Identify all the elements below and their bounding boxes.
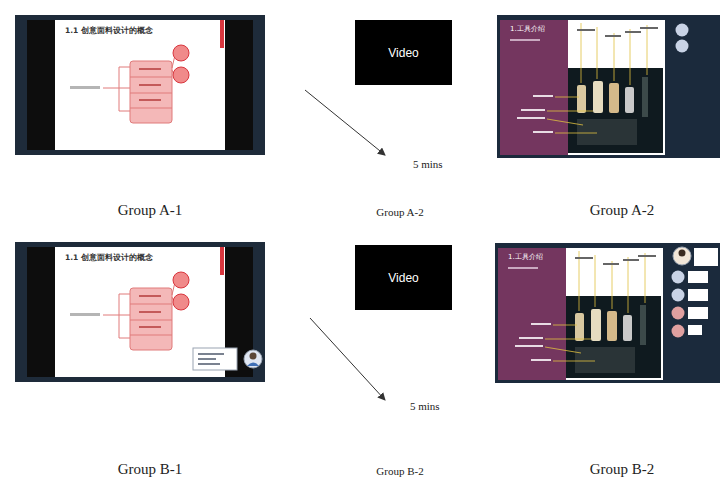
screenshot-frame: 1.1 创意面料设计的概念 [15,15,265,155]
group-caption: Group B-1 [118,461,183,478]
group-caption: Group A-2 [376,206,423,218]
group-caption: Group B-2 [590,461,655,478]
group-caption: Group B-2 [376,465,423,477]
duration-label: 5 mins [410,400,440,412]
group-caption: Group A-1 [118,202,183,219]
screenshot-frame: 1.1 创意面料设计的概念 [15,242,265,382]
slide-title: 1.工具介绍 [508,252,720,262]
slide-title: 1.1 创意面料设计的概念 [65,26,265,36]
video-label: Video [388,46,418,60]
slide-title: 1.工具介绍 [510,24,720,34]
slide-screenshot [497,15,720,158]
slide-title: 1.1 创意面料设计的概念 [65,253,265,263]
time-arrow [310,318,385,400]
time-arrow [305,90,385,155]
video-label: Video [388,271,418,285]
slide-screenshot [15,15,265,155]
slide-screenshot [495,243,720,383]
slide-screenshot [15,242,265,382]
screenshot-frame: 1.工具介绍 [497,15,720,158]
group-caption: Group A-2 [590,202,655,219]
video-box: Video [355,245,452,310]
duration-label: 5 mins [413,158,443,170]
screenshot-frame: 1.工具介绍 [495,243,720,383]
video-box: Video [355,20,452,85]
